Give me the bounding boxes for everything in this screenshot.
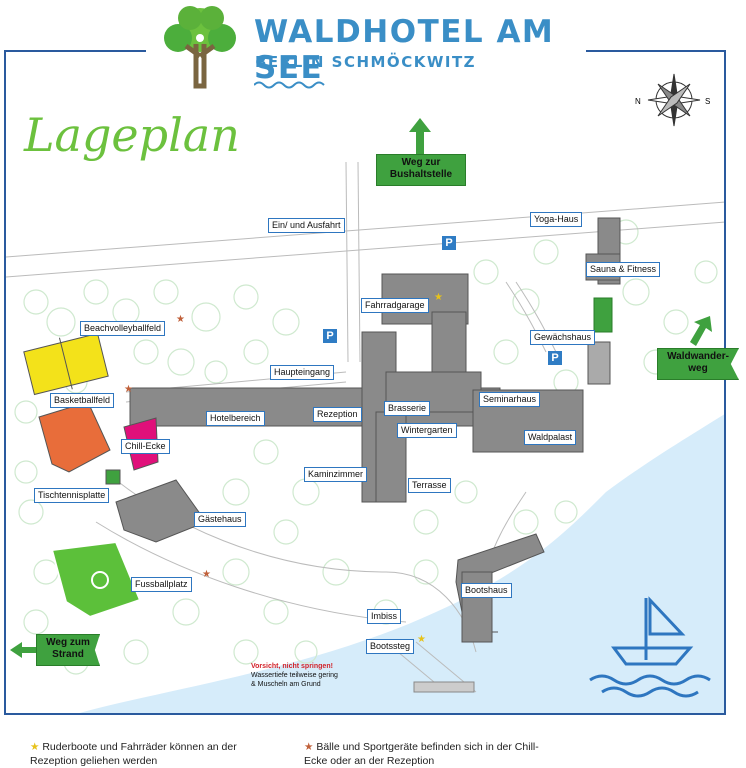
basketball-court — [38, 401, 111, 473]
red-star-icon: ★ — [304, 741, 314, 753]
parking-icon: P — [548, 351, 562, 365]
svg-text:★: ★ — [202, 569, 211, 580]
sign-strand: Weg zum Strand — [36, 634, 100, 666]
parking-icon: P — [323, 329, 337, 343]
arrow-up-icon — [409, 118, 431, 154]
legend-red-star: ★ Bälle und Sportgeräte befinden sich in… — [304, 740, 544, 768]
compass-rose-icon — [647, 73, 701, 127]
label-rezeption: Rezeption — [313, 407, 362, 422]
label-ein-ausfahrt: Ein/ und Ausfahrt — [268, 218, 345, 233]
svg-text:★: ★ — [176, 314, 185, 325]
football-pitch — [50, 540, 142, 619]
sign-waldwanderweg: Waldwander-weg — [657, 348, 739, 380]
label-waldpalast: Waldpalast — [524, 430, 577, 445]
arrow-upright-icon — [690, 316, 712, 346]
label-brasserie: Brasserie — [384, 401, 431, 416]
label-gaestehaus: Gästehaus — [194, 512, 246, 527]
label-beachvolleyballfeld: Beachvolleyballfeld — [80, 321, 166, 336]
label-gewaechshaus: Gewächshaus — [530, 330, 596, 345]
parking-icon: P — [442, 236, 456, 250]
label-sauna-fitness: Sauna & Fitness — [586, 262, 661, 277]
label-basketballfeld: Basketballfeld — [50, 393, 115, 408]
tischtennis-table — [105, 469, 121, 485]
label-fussballplatz: Fussballplatz — [131, 577, 192, 592]
svg-text:★: ★ — [417, 634, 426, 645]
warning-line2: & Muscheln am Grund — [251, 681, 321, 688]
arrow-left-icon — [10, 642, 40, 658]
warning-line1: Wassertiefe teilweise gering — [251, 672, 338, 679]
label-haupteingang: Haupteingang — [270, 365, 335, 380]
label-seminarhaus: Seminarhaus — [479, 392, 541, 407]
sign-bushaltestelle: Weg zur Bushaltstelle — [376, 154, 466, 186]
label-chill-ecke: Chill-Ecke — [121, 439, 170, 454]
warning-note: Vorsicht, nicht springen! Wassertiefe te… — [251, 662, 338, 689]
label-bootssteg: Bootssteg — [366, 639, 415, 654]
label-tischtennisplatte: Tischtennisplatte — [34, 488, 110, 503]
warning-title: Vorsicht, nicht springen! — [251, 663, 333, 670]
wave-icon — [254, 81, 325, 89]
label-yoga-haus: Yoga-Haus — [530, 212, 583, 227]
sailboat-icon — [589, 596, 711, 698]
map-heading: Lageplan — [24, 108, 240, 162]
legend-yellow-text: Ruderboote und Fahrräder können an der R… — [30, 741, 237, 767]
compass-s: S — [705, 97, 711, 106]
label-hotelbereich: Hotelbereich — [206, 411, 265, 426]
star-markers: ★ ★ ★ ★ ★ — [124, 292, 443, 645]
legend-red-text: Bälle und Sportgeräte befinden sich in d… — [304, 741, 539, 767]
brand-title: WALDHOTEL AM SEE — [254, 14, 555, 86]
label-bootshaus: Bootshaus — [461, 583, 512, 598]
label-terrasse: Terrasse — [408, 478, 451, 493]
label-wintergarten: Wintergarten — [397, 423, 457, 438]
svg-text:★: ★ — [434, 292, 443, 303]
label-imbiss: Imbiss — [367, 609, 402, 624]
brand-subtitle: BERLIN SCHMÖCKWITZ — [255, 53, 477, 71]
yellow-star-icon: ★ — [30, 741, 40, 753]
svg-text:★: ★ — [124, 384, 133, 395]
label-fahrradgarage: Fahrradgarage — [361, 298, 429, 313]
logo-area: WALDHOTEL AM SEE BERLIN SCHMÖCKWITZ — [146, 0, 586, 92]
tree-logo-icon — [164, 6, 236, 89]
compass-n: N — [635, 97, 641, 106]
label-kaminzimmer: Kaminzimmer — [304, 467, 368, 482]
lake-water — [79, 414, 724, 713]
legend-yellow-star: ★ Ruderboote und Fahrräder können an der… — [30, 740, 260, 768]
